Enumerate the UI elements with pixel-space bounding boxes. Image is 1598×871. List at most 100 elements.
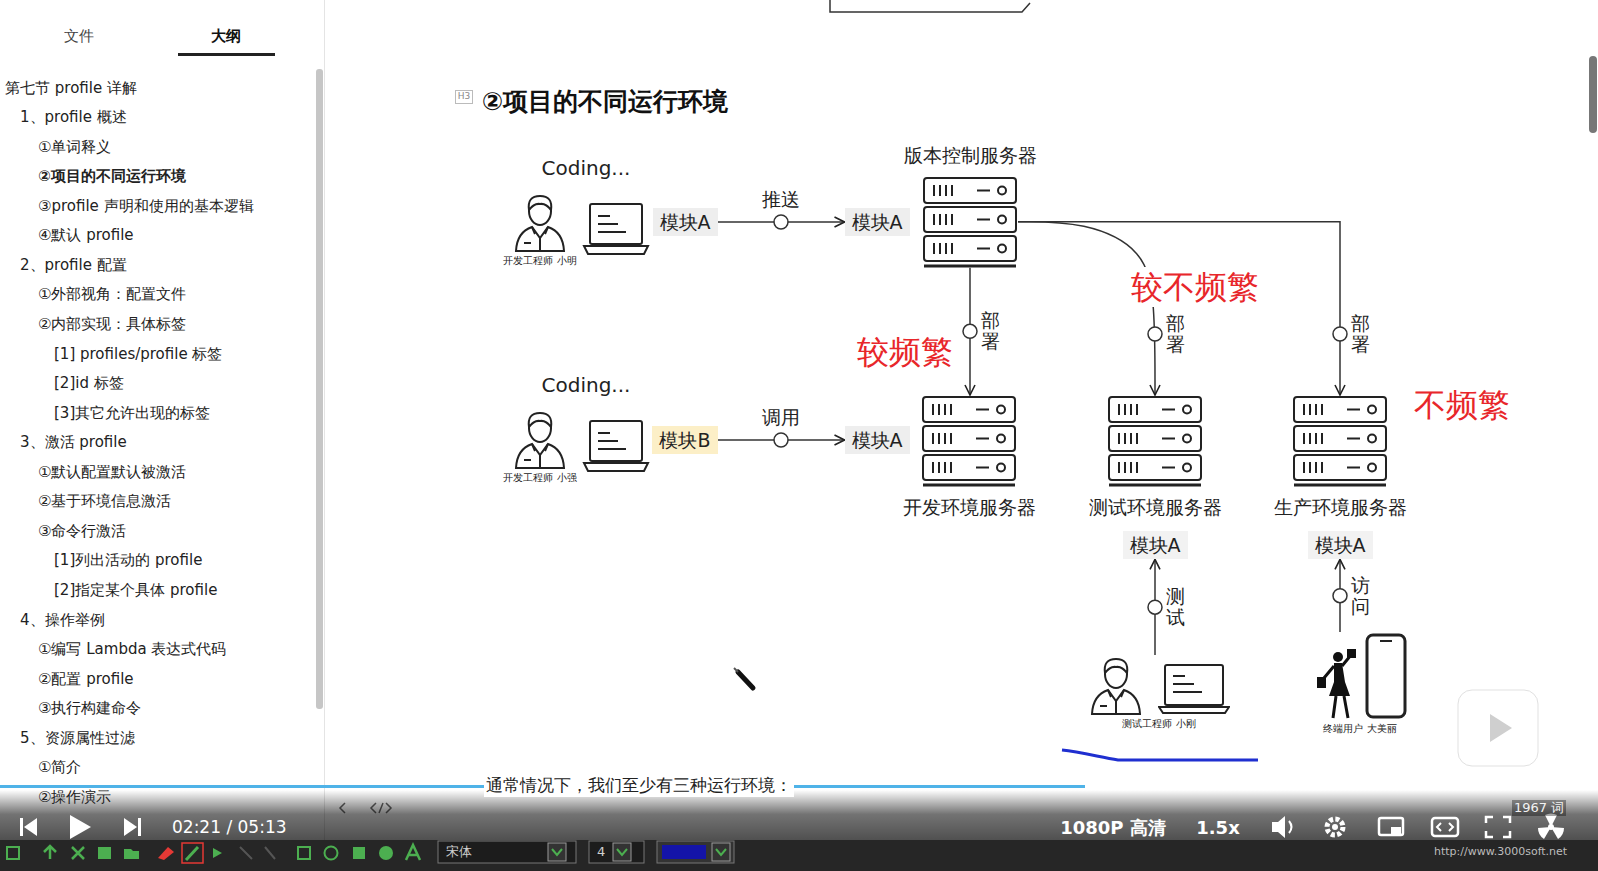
laptop-icon: [1165, 665, 1223, 705]
node-label: 模块A: [1130, 533, 1181, 558]
server-icon: [1294, 455, 1386, 480]
node-label: 模块B: [659, 428, 710, 453]
node-label: 模块A: [1315, 533, 1366, 558]
outline-item: ①单词释义: [38, 138, 111, 157]
annotation-toolbar: [213, 848, 222, 858]
server-icon: [1119, 404, 1175, 415]
node-label: 模块A: [852, 428, 903, 453]
section-heading: ②项目的不同运行环境: [482, 86, 728, 117]
outline-item: 5、资源属性过滤: [20, 729, 135, 748]
laptop-icon: [1173, 676, 1202, 692]
server-icon: [933, 433, 989, 444]
user-figures: [1312, 632, 1408, 720]
node-label: 生产环境服务器: [1274, 495, 1407, 520]
node-label: 测试环境服务器: [1089, 495, 1222, 520]
outline-item: ①编写 Lambda 表达式代码: [38, 640, 226, 659]
engineer-figure: [1105, 659, 1128, 673]
annotation-toolbar: [44, 846, 56, 859]
coding-note: Coding...: [542, 156, 631, 181]
frequency-note: 不频繁: [1412, 385, 1512, 425]
node-label: 开发环境服务器: [903, 495, 1036, 520]
shopper-figure: [1347, 649, 1356, 658]
connector-label: 推送: [762, 188, 800, 212]
engineer-figure: [516, 444, 564, 468]
sidebar-panel: [0, 0, 324, 871]
server-icon: [998, 186, 1006, 194]
outline-item: ①外部视角：配置文件: [38, 285, 186, 304]
annotation-toolbar: [716, 849, 726, 855]
outline-item: ②内部实现：具体标签: [38, 315, 186, 334]
connector-dot: [774, 215, 788, 229]
connector-label: 部署: [1351, 313, 1370, 355]
module-box: 模块A: [845, 426, 910, 455]
server-node: 版本控制服务器: [904, 143, 1037, 268]
page-scrollbar: [1589, 56, 1597, 133]
outline-item: ②项目的不同运行环境: [38, 167, 186, 186]
server-icon: [924, 264, 1016, 267]
player-icons: [1289, 821, 1292, 833]
server-node: 测试环境服务器: [1089, 395, 1222, 520]
annotation-toolbar: [0, 840, 1598, 871]
shopper-figure: [1317, 677, 1326, 688]
deploy-connector: [1018, 222, 1340, 395]
player-icons: [1379, 818, 1403, 835]
phone-icon: [1367, 635, 1405, 717]
outline-item: ②配置 profile: [38, 670, 134, 689]
annotation-toolbar: [617, 849, 627, 855]
laptop-icon: [590, 204, 642, 244]
annotation-toolbar: [72, 847, 84, 859]
player-icons: [1432, 818, 1458, 836]
annotation-toolbar: [613, 843, 631, 861]
server-icon: [1109, 426, 1201, 451]
outline-item: [1] profiles/profile 标签: [54, 345, 222, 364]
laptop-icon: [584, 204, 648, 254]
server-icon: [923, 426, 1015, 451]
player-icons: [70, 815, 91, 839]
player-icons: [20, 814, 1564, 839]
server-icon: [1294, 426, 1386, 451]
server-icon: [934, 214, 990, 225]
server-icon: [997, 464, 1005, 472]
outline-item: ②基于环境信息激活: [38, 492, 171, 511]
annotation-toolbar: [182, 843, 203, 863]
player-icons: [1332, 824, 1338, 830]
server-node: 生产环境服务器: [1274, 395, 1407, 520]
server-icon: [924, 207, 1016, 232]
annotation-toolbar: [186, 847, 198, 860]
server-icon: [933, 404, 989, 415]
connector-dot: [1148, 327, 1162, 341]
server-icon: [924, 236, 1016, 261]
annotation-toolbar: [0, 840, 1598, 871]
figure-caption: 开发工程师 小明: [503, 254, 576, 267]
server-icon: [1183, 435, 1191, 443]
annotation-toolbar: [98, 847, 111, 859]
end-user-node: 终端用户 大美丽: [1312, 632, 1408, 735]
annotation-toolbar: [438, 841, 576, 863]
server-icon: [922, 176, 1018, 268]
shopper-figure: [1312, 648, 1358, 720]
connector-label: 部署: [1166, 313, 1185, 355]
outline-item: ②操作演示: [38, 788, 111, 807]
quality-button: 1080P 高清: [1060, 817, 1166, 840]
connector-label: 访问: [1351, 575, 1370, 617]
outline-item: ④默认 profile: [38, 226, 134, 245]
progress-bar: [0, 785, 1598, 788]
server-icon: [1183, 464, 1191, 472]
annotation-toolbar: [589, 841, 644, 863]
engineer-figure: [512, 409, 568, 469]
annotation-toolbar: [353, 847, 365, 859]
laptop-icon: [598, 433, 626, 449]
outline-item: 1、profile 概述: [20, 108, 127, 127]
sidebar-tab: 大纲: [211, 27, 241, 46]
module-box: 模块B: [652, 426, 717, 455]
sidebar-panel: [324, 0, 325, 871]
engineer-figure: [524, 227, 548, 251]
engineer-figure: [529, 414, 551, 442]
figure-caption: 测试工程师 小刚: [1122, 717, 1195, 730]
figure-caption: 终端用户 大美丽: [1323, 722, 1396, 735]
server-icon: [1304, 404, 1360, 415]
server-icon: [1294, 484, 1386, 487]
server-icon: [934, 185, 990, 196]
